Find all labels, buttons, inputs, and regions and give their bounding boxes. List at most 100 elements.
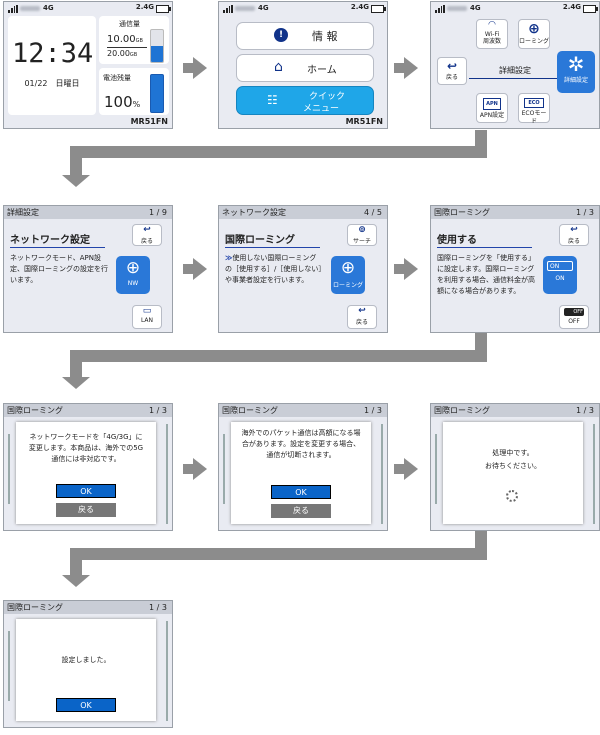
- processing-message-2: お待ちください。: [485, 462, 541, 470]
- on-label: ON: [555, 275, 565, 282]
- data-usage-total-unit: GB: [129, 52, 138, 58]
- clock-panel: 12:34 01/22 日曜日: [8, 16, 96, 115]
- home-button[interactable]: ⌂ ホーム: [236, 54, 374, 82]
- screen-detail-settings: 詳細設定 1 / 9 ネットワーク設定 ネットワークモード、APN設定、国際ローミ…: [3, 205, 173, 333]
- battery-label: 電池残量: [103, 74, 131, 82]
- lan-icon: ▭: [142, 306, 152, 316]
- data-usage-bar-fill: [151, 46, 163, 62]
- roaming-button[interactable]: ⊕ローミング: [331, 256, 365, 294]
- clock-date: 01/22 日曜日: [24, 79, 80, 88]
- quick-menu-icon: ☷: [267, 93, 278, 107]
- info-icon: !: [274, 28, 288, 42]
- page-indicator: 4 / 5: [364, 208, 382, 217]
- detail-settings-button[interactable]: ✲ 詳細設定: [557, 51, 595, 93]
- search-label: サーチ: [352, 238, 371, 245]
- band-indicator: 2.4G: [562, 3, 581, 11]
- item-description-text: 使用しない国際ローミングの［使用する］/［使用しない］や事業者設定を行います。: [225, 254, 322, 284]
- flow-connector: [70, 146, 82, 176]
- page-indicator: 1 / 3: [149, 406, 167, 415]
- info-button[interactable]: ! 情 報: [236, 22, 374, 50]
- antenna-search-icon: ⊚: [358, 225, 366, 235]
- item-title: 国際ローミング: [225, 231, 320, 248]
- data-usage-bar: [150, 29, 164, 63]
- screen-main-menu: 4G 2.4G ! 情 報 ⌂ ホーム ☷ クイック メニュー MR51FN: [218, 1, 388, 129]
- signal-icon: [223, 5, 233, 13]
- wifi-frequency-button[interactable]: ◜◝ Wi-Fi 周波数: [476, 19, 508, 49]
- data-usage-divider: [107, 47, 147, 48]
- toggle-on-icon: ON: [547, 261, 573, 271]
- flow-arrow: [394, 258, 418, 280]
- carrier-name-blurred: [447, 6, 467, 11]
- wifi-label-line1: Wi-Fi: [484, 31, 500, 38]
- ok-button[interactable]: OK: [56, 484, 116, 498]
- off-button[interactable]: OFF OFF: [559, 305, 589, 329]
- item-description: ネットワークモード、APN設定、国際ローミングの設定を行います。: [10, 254, 108, 284]
- header-title: 国際ローミング: [434, 406, 490, 415]
- background-content: [8, 631, 16, 701]
- flow-connector: [70, 548, 487, 560]
- header-title: 詳細設定: [7, 208, 39, 217]
- back-button[interactable]: 戻る: [56, 503, 116, 517]
- model-name: MR51FN: [130, 117, 168, 126]
- flow-arrow-head: [62, 377, 90, 389]
- home-button-label: ホーム: [307, 65, 337, 76]
- confirm-dialog: 海外でのパケット通信は高額になる場合があります。設定を変更する場合、通信が切断さ…: [231, 422, 371, 524]
- page-indicator: 1 / 3: [576, 406, 594, 415]
- network-type: 4G: [43, 4, 54, 12]
- roaming-label: ローミング: [519, 38, 550, 45]
- ok-button[interactable]: OK: [271, 485, 331, 499]
- battery-icon: [371, 5, 386, 13]
- page-indicator: 1 / 9: [149, 208, 167, 217]
- wifi-icon: ◜◝: [488, 20, 496, 30]
- header-title: 国際ローミング: [434, 208, 490, 217]
- back-button[interactable]: ↩戻る: [347, 305, 377, 329]
- back-button[interactable]: ↩戻る: [132, 224, 162, 246]
- model-name: MR51FN: [345, 117, 383, 126]
- status-bar: 4G 2.4G: [431, 2, 599, 15]
- header-title: 国際ローミング: [7, 406, 63, 415]
- back-button[interactable]: ↩ 戻る: [437, 57, 467, 85]
- quick-menu-label-line2: メニュー: [303, 104, 340, 114]
- flow-arrow-head: [62, 575, 90, 587]
- home-icon: ⌂: [274, 59, 283, 75]
- flow-connector: [70, 350, 487, 362]
- eco-label: ECOモード: [521, 110, 547, 125]
- status-bar: 4G 2.4G: [4, 2, 172, 15]
- back-button[interactable]: 戻る: [271, 504, 331, 518]
- apn-settings-button[interactable]: APN APN設定: [476, 93, 508, 123]
- battery-panel: 電池残量 100%: [99, 68, 169, 115]
- back-arrow-icon: ↩: [358, 306, 366, 316]
- signal-icon: [8, 5, 18, 13]
- flow-connector: [70, 146, 487, 158]
- item-title: ネットワーク設定: [10, 231, 105, 248]
- network-type: 4G: [258, 4, 269, 12]
- page-indicator: 1 / 3: [576, 208, 594, 217]
- dialog-message: 海外でのパケット通信は高額になる場合があります。設定を変更する場合、通信が切断さ…: [241, 429, 361, 459]
- apn-label: APN設定: [479, 112, 505, 119]
- battery-icon: [156, 5, 171, 13]
- globe-icon: ⊕: [528, 21, 540, 37]
- detail-settings-label: 詳細設定: [563, 77, 588, 84]
- ok-button[interactable]: OK: [56, 698, 116, 712]
- screen-header: 国際ローミング 1 / 3: [4, 404, 172, 417]
- search-button[interactable]: ⊚ サーチ: [347, 224, 377, 246]
- info-button-label: 情 報: [312, 30, 338, 43]
- on-button[interactable]: ON ON: [543, 256, 577, 294]
- quick-menu-button[interactable]: ☷ クイック メニュー: [236, 86, 374, 115]
- data-usage-total-value: 20.00: [107, 49, 130, 58]
- signal-icon: [435, 5, 445, 13]
- background-content: [435, 434, 443, 504]
- lan-label: LAN: [140, 317, 154, 324]
- roaming-button[interactable]: ⊕ ローミング: [518, 19, 550, 49]
- eco-mode-button[interactable]: ECO ECOモード: [518, 93, 550, 125]
- back-button[interactable]: ↩戻る: [559, 224, 589, 246]
- lan-button[interactable]: ▭LAN: [132, 305, 162, 329]
- complete-message: 設定しました。: [61, 656, 111, 664]
- network-settings-button[interactable]: ⊕NW: [116, 256, 150, 294]
- flow-arrow: [394, 458, 418, 480]
- roaming-label: ローミング: [332, 282, 363, 289]
